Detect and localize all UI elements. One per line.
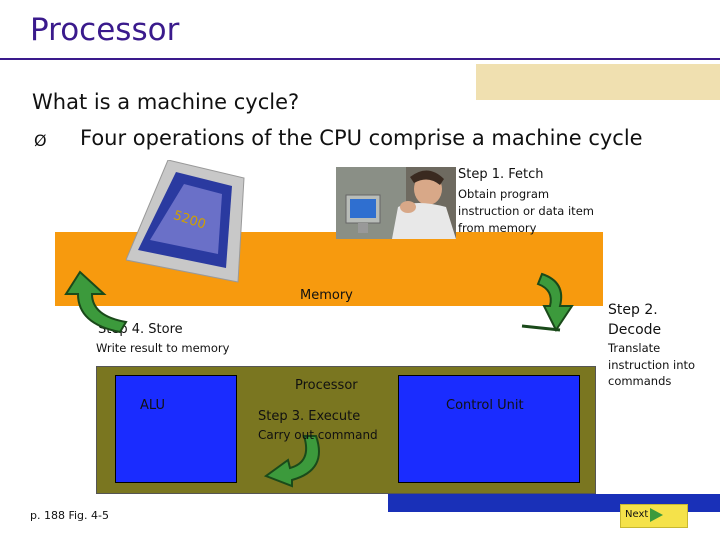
step1-title: Step 1. Fetch — [458, 167, 544, 182]
page-title: Processor — [30, 12, 179, 48]
processor-label: Processor — [295, 378, 358, 393]
next-button[interactable]: Next — [620, 504, 688, 528]
figure-reference: p. 188 Fig. 4-5 — [30, 509, 109, 522]
header-accent-band — [476, 64, 720, 100]
control-unit-label: Control Unit — [446, 398, 524, 413]
alu-block — [115, 375, 237, 483]
user-at-computer-photo — [336, 167, 456, 239]
store-arrow-icon — [60, 268, 140, 340]
step3-description: Carry out command — [258, 428, 378, 442]
control-unit-block — [398, 375, 580, 483]
step1-description: Obtain program instruction or data item … — [458, 186, 608, 237]
decode-arrow-icon — [516, 272, 580, 334]
play-arrow-icon — [647, 506, 665, 524]
computer-monitor-image: 5200 — [126, 160, 246, 286]
bullet-text: Four operations of the CPU comprise a ma… — [80, 126, 643, 150]
memory-label: Memory — [300, 288, 353, 303]
step2-description: Translate instruction into commands — [608, 340, 708, 390]
slide-subtitle: What is a machine cycle? — [32, 90, 299, 114]
step4-description: Write result to memory — [96, 341, 229, 355]
next-button-label: Next — [625, 509, 648, 520]
title-divider — [0, 58, 720, 60]
alu-label: ALU — [140, 398, 165, 413]
step2-title: Step 2. Decode — [608, 300, 708, 340]
bullet-arrow-icon: Ø — [34, 131, 47, 150]
step3-title: Step 3. Execute — [258, 409, 360, 424]
